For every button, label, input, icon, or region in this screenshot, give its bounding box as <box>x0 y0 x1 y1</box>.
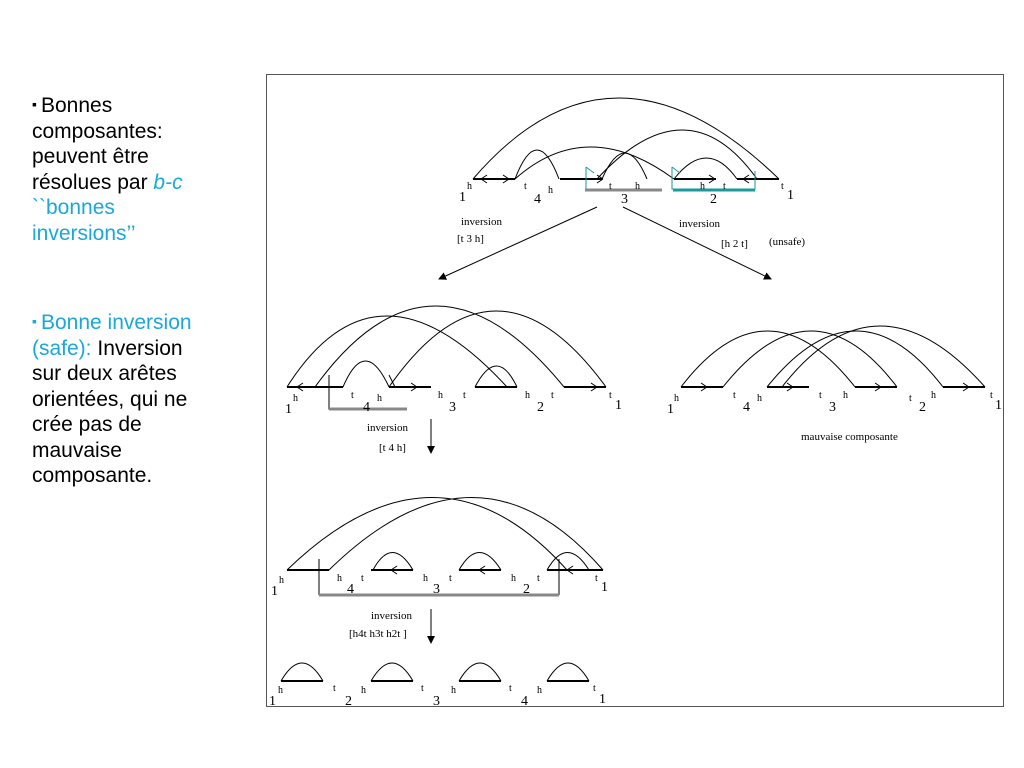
step3-graph <box>286 497 604 644</box>
svg-text:h: h <box>467 181 472 192</box>
svg-text:3: 3 <box>449 400 456 415</box>
diagram-svg: 1 h t 4 h t h 3 h t 2 t 1 inversion [t 3… <box>269 97 1002 708</box>
svg-text:1: 1 <box>667 402 674 417</box>
svg-text:2: 2 <box>345 694 352 708</box>
svg-text:1: 1 <box>269 694 276 708</box>
svg-text:h: h <box>757 393 762 404</box>
bad-component-caption: mauvaise composante <box>801 431 898 443</box>
svg-text:2: 2 <box>537 400 544 415</box>
svg-text:1: 1 <box>615 398 622 413</box>
svg-text:h: h <box>635 181 640 192</box>
svg-text:4: 4 <box>743 400 750 415</box>
bullet-icon: ▪ <box>32 96 37 112</box>
svg-text:3: 3 <box>829 400 836 415</box>
svg-text:h: h <box>438 390 443 401</box>
svg-text:t: t <box>509 683 512 694</box>
svg-text:t: t <box>723 181 726 192</box>
svg-text:t: t <box>593 683 596 694</box>
svg-text:4: 4 <box>521 694 528 708</box>
svg-text:h: h <box>511 573 516 584</box>
svg-text:h: h <box>279 575 284 586</box>
step2-right-labels: 1 h t 4 h t 3 h t 2 h t 1 mauvaise compo… <box>667 390 1002 443</box>
step3-labels: 1 h h 4 t h 3 t h 2 t t 1 inversion [h4t… <box>271 573 608 640</box>
svg-text:h: h <box>931 390 936 401</box>
svg-text:4: 4 <box>347 582 354 597</box>
svg-text:h: h <box>674 393 679 404</box>
svg-text:[t 3 h]: [t 3 h] <box>457 233 484 245</box>
svg-text:t: t <box>449 573 452 584</box>
step1-graph <box>438 97 780 280</box>
svg-text:inversion: inversion <box>461 216 502 228</box>
svg-text:4: 4 <box>363 400 370 415</box>
svg-text:1: 1 <box>271 584 278 599</box>
bc-term: b-c <box>153 170 183 194</box>
svg-text:1: 1 <box>787 188 794 203</box>
svg-text:h: h <box>293 393 298 404</box>
svg-text:inversion: inversion <box>371 610 412 622</box>
svg-text:(unsafe): (unsafe) <box>769 236 805 248</box>
paragraph-bonne-inversion: ▪Bonne inversion (safe): Inversion sur d… <box>32 311 192 487</box>
svg-text:t: t <box>609 181 612 192</box>
svg-text:2: 2 <box>523 582 530 597</box>
svg-text:t: t <box>781 181 784 192</box>
svg-text:t: t <box>595 573 598 584</box>
svg-text:h: h <box>843 390 848 401</box>
svg-text:[h4t h3t h2t ]: [h4t h3t h2t ] <box>349 628 407 640</box>
explanation-text: ▪Bonnes composantes: peuvent être résolu… <box>32 92 262 552</box>
svg-text:4: 4 <box>534 192 541 207</box>
svg-text:3: 3 <box>433 582 440 597</box>
svg-text:h: h <box>278 685 283 696</box>
svg-text:t: t <box>537 573 540 584</box>
step4-graph <box>280 662 590 682</box>
svg-text:h: h <box>361 685 366 696</box>
svg-text:h: h <box>451 685 456 696</box>
svg-text:h: h <box>537 685 542 696</box>
svg-text:t: t <box>909 393 912 404</box>
svg-text:h: h <box>548 185 553 196</box>
svg-text:t: t <box>361 573 364 584</box>
svg-text:t: t <box>351 390 354 401</box>
svg-text:t: t <box>524 181 527 192</box>
svg-text:inversion: inversion <box>679 218 720 230</box>
svg-text:t: t <box>819 390 822 401</box>
paragraph-bonnes-composantes: ▪Bonnes composantes: peuvent être résolu… <box>32 94 183 245</box>
step4-labels: 1 h t 2 h t 3 h t 4 h t 1 <box>269 683 606 708</box>
svg-text:t: t <box>551 390 554 401</box>
step2-left-labels: 1 h t 4 h h 3 t h 2 t t 1 inversion [t 4… <box>285 390 622 454</box>
svg-text:1: 1 <box>599 692 606 707</box>
svg-text:h: h <box>337 573 342 584</box>
svg-text:t: t <box>333 683 336 694</box>
svg-text:t: t <box>609 390 612 401</box>
svg-text:h: h <box>377 393 382 404</box>
svg-text:[t 4 h]: [t 4 h] <box>379 442 406 454</box>
svg-text:h: h <box>700 181 705 192</box>
bullet-icon: ▪ <box>32 313 37 329</box>
step2-right-graph <box>680 325 986 392</box>
svg-text:h: h <box>423 573 428 584</box>
svg-text:1: 1 <box>459 190 466 205</box>
svg-text:h: h <box>525 390 530 401</box>
svg-text:t: t <box>733 390 736 401</box>
breakpoint-graph-figure: 1 h t 4 h t h 3 h t 2 t 1 inversion [t 3… <box>266 74 1004 708</box>
svg-text:[h 2 t]: [h 2 t] <box>721 238 748 250</box>
svg-text:t: t <box>990 390 993 401</box>
step1-labels: 1 h t 4 h t h 3 h t 2 t 1 inversion [t 3… <box>457 181 805 250</box>
svg-text:2: 2 <box>710 192 717 207</box>
svg-text:1: 1 <box>285 402 292 417</box>
svg-text:1: 1 <box>995 398 1002 413</box>
svg-text:t: t <box>463 390 466 401</box>
svg-text:1: 1 <box>601 580 608 595</box>
svg-text:3: 3 <box>433 694 440 708</box>
step2-left-graph <box>286 305 607 454</box>
svg-text:3: 3 <box>621 192 628 207</box>
svg-text:2: 2 <box>919 400 926 415</box>
svg-text:inversion: inversion <box>367 422 408 434</box>
svg-text:t: t <box>421 683 424 694</box>
